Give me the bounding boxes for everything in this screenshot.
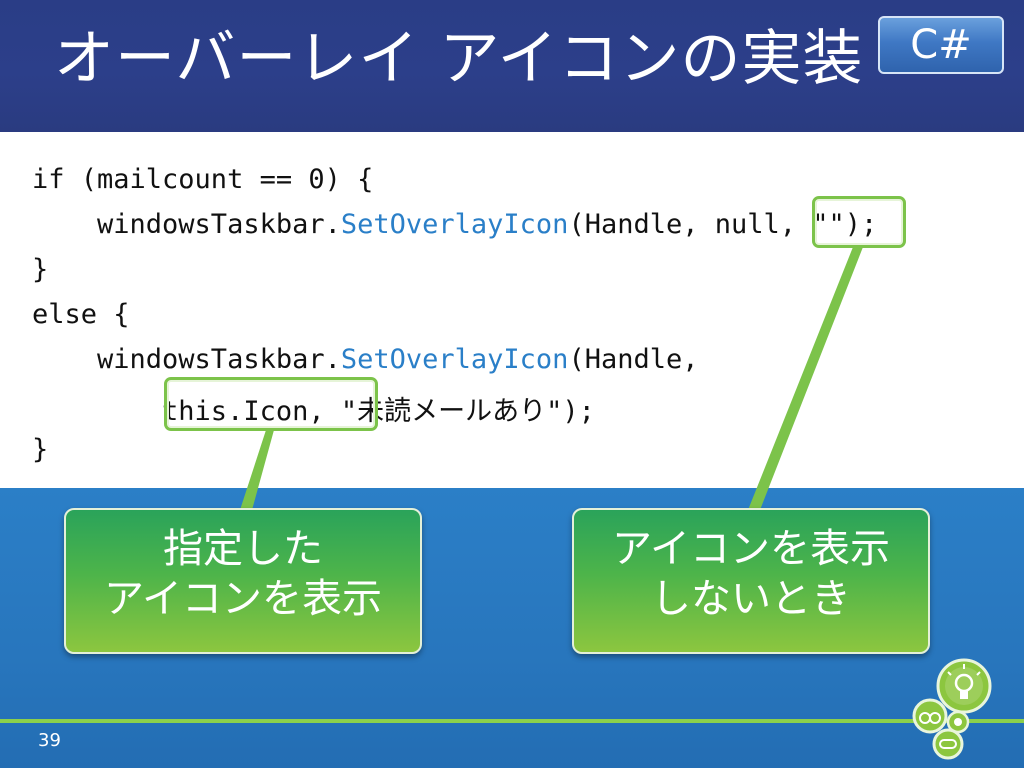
binoculars-icon <box>912 698 948 734</box>
lightbulb-icon <box>936 658 992 714</box>
code-text: windowsTaskbar. <box>32 344 341 375</box>
code-method: SetOverlayIcon <box>340 209 569 240</box>
callout-left-line-2: アイコンを表示 <box>104 576 382 622</box>
footer-divider <box>0 719 1024 723</box>
slide-title: オーバーレイ アイコンの実装 <box>54 24 864 94</box>
icon-highlight <box>164 377 378 431</box>
left-connector <box>240 430 274 510</box>
callout-right-line-2: しないとき <box>651 576 851 622</box>
callout-left-line-1: 指定した <box>163 526 323 572</box>
people-icon <box>932 728 964 760</box>
code-method: SetOverlayIcon <box>340 344 569 375</box>
code-line-1: if (mailcount == 0) { <box>32 164 374 195</box>
callout-right-line-1: アイコンを表示 <box>612 526 890 572</box>
code-line-7: } <box>32 434 49 465</box>
callout-show-icon: 指定した アイコンを表示 <box>64 508 422 654</box>
code-block: if (mailcount == 0) { windowsTaskbar.Set… <box>0 132 1024 488</box>
null-highlight <box>812 196 906 248</box>
code-line-5: windowsTaskbar.SetOverlayIcon(Handle, <box>32 344 698 375</box>
slide-header: オーバーレイ アイコンの実装 C# <box>0 0 1024 132</box>
code-text: windowsTaskbar. <box>32 209 341 240</box>
language-badge: C# <box>878 16 1004 74</box>
code-line-4: else { <box>32 299 130 330</box>
page-number: 39 <box>38 730 61 751</box>
code-line-3: } <box>32 254 49 285</box>
right-connector <box>748 247 863 510</box>
callout-hide-icon: アイコンを表示 しないとき <box>572 508 930 654</box>
decorative-icon-cluster <box>912 658 992 760</box>
code-text: (Handle, null, ""); <box>568 209 878 240</box>
code-line-2: windowsTaskbar.SetOverlayIcon(Handle, nu… <box>32 209 877 240</box>
code-text: (Handle, <box>568 344 699 375</box>
gear-icon <box>946 710 970 734</box>
code-line-6: this.Icon, "未読メールあり"); <box>32 396 595 427</box>
